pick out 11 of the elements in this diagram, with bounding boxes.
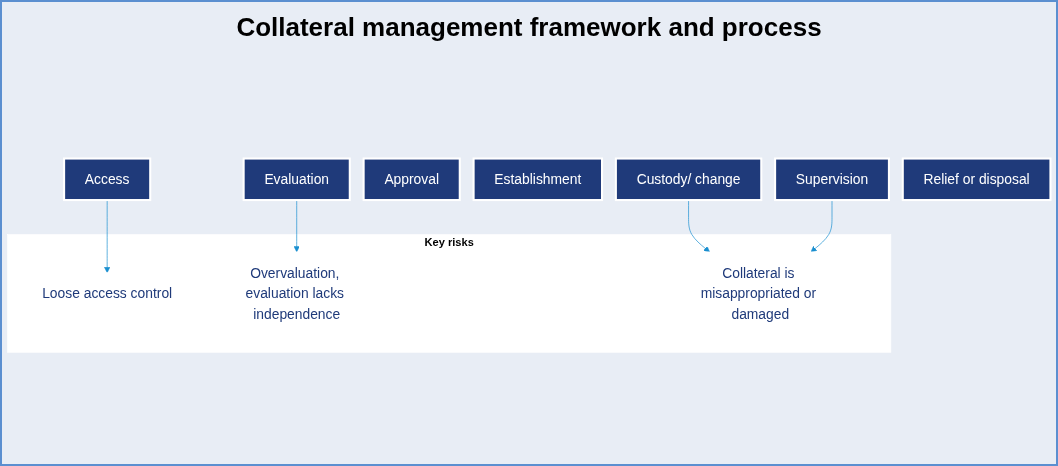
node-text: Collateral is misappropriated or damaged	[700, 265, 817, 322]
node-box: Relief or disposal	[901, 157, 1052, 202]
node-box: Custody/ change	[614, 157, 763, 202]
node-text: Overvaluation, evaluation lacks independence	[245, 265, 345, 322]
node-box: Evaluation	[242, 157, 351, 202]
node-box: Access	[63, 157, 152, 202]
node-box: Approval	[362, 157, 461, 202]
node-box: Supervision	[774, 157, 890, 202]
node-text: Loose access control	[42, 285, 173, 302]
diagram-title: Collateral management framework and process	[236, 12, 822, 43]
node-box: Establishment	[472, 157, 604, 202]
